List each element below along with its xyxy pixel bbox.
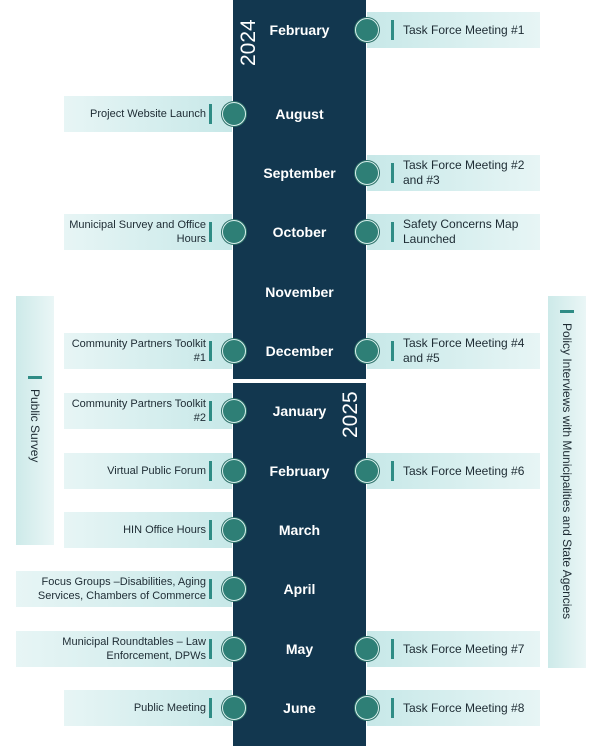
left-event-box: Project Website Launch xyxy=(64,96,232,132)
month-label: February xyxy=(269,463,330,479)
month-label: September xyxy=(263,165,336,181)
right-event-marker xyxy=(391,222,394,242)
left-event-marker xyxy=(209,401,212,421)
span-text: Public Survey xyxy=(28,389,42,463)
month-label: December xyxy=(265,343,334,359)
policy-interviews-label: Policy Interviews with Municipalities an… xyxy=(560,310,574,619)
right-event-text: Task Force Meeting #8 xyxy=(403,700,525,715)
public-survey-span: Public Survey xyxy=(16,296,54,545)
right-event-text: Safety Concerns Map Launched xyxy=(403,217,519,246)
left-event-box: Virtual Public Forum xyxy=(64,453,232,489)
left-event-dot xyxy=(222,339,246,363)
left-event-text: Public Meeting xyxy=(133,702,206,714)
right-event-marker xyxy=(391,461,394,481)
month-label: October xyxy=(272,224,327,240)
month-label: January xyxy=(272,403,327,419)
month-label: February xyxy=(269,22,330,38)
left-event-dot xyxy=(222,696,246,720)
right-event-dot xyxy=(355,18,379,42)
right-event-text: Task Force Meeting #1 xyxy=(403,22,525,37)
right-event-text: Task Force Meeting #6 xyxy=(403,463,525,478)
left-event-box: Public Meeting xyxy=(64,690,232,726)
left-event-box: Community Partners Toolkit #1 xyxy=(64,333,232,369)
left-event-marker xyxy=(209,698,212,718)
left-event-dot xyxy=(222,518,246,542)
public-survey-label: Public Survey xyxy=(28,376,42,462)
right-event-box: Task Force Meeting #8 xyxy=(367,690,540,726)
left-event-text: Municipal Roundtables – Law Enforcement,… xyxy=(62,636,206,662)
right-event-box: Task Force Meeting #7 xyxy=(367,631,540,667)
left-event-marker xyxy=(209,461,212,481)
right-event-dot xyxy=(355,459,379,483)
right-event-box: Task Force Meeting #2 and #3 xyxy=(367,155,540,191)
right-event-marker xyxy=(391,163,394,183)
left-event-dot xyxy=(222,637,246,661)
left-event-box: Community Partners Toolkit #2 xyxy=(64,393,232,429)
right-event-marker xyxy=(391,341,394,361)
timeline-spine-2025 xyxy=(233,383,366,746)
right-event-marker xyxy=(391,639,394,659)
month-label: May xyxy=(285,641,314,657)
left-event-marker xyxy=(209,222,212,242)
right-event-dot xyxy=(355,637,379,661)
left-event-text: Municipal Survey and Office Hours xyxy=(69,219,206,245)
month-label: March xyxy=(278,522,321,538)
right-event-dot xyxy=(355,696,379,720)
span-marker xyxy=(28,376,42,379)
left-event-marker xyxy=(209,520,212,540)
policy-interviews-span: Policy Interviews with Municipalities an… xyxy=(548,296,586,668)
left-event-box: Municipal Roundtables – Law Enforcement,… xyxy=(16,631,232,667)
right-event-box: Safety Concerns Map Launched xyxy=(367,214,540,250)
left-event-box: Focus Groups –Disabilities, Aging Servic… xyxy=(16,571,232,607)
right-event-text: Task Force Meeting #7 xyxy=(403,641,525,656)
left-event-dot xyxy=(222,102,246,126)
left-event-dot xyxy=(222,577,246,601)
left-event-text: Community Partners Toolkit #1 xyxy=(71,338,206,364)
month-label: August xyxy=(275,106,324,122)
left-event-dot xyxy=(222,459,246,483)
left-event-marker xyxy=(209,104,212,124)
right-event-marker xyxy=(391,698,394,718)
month-label: April xyxy=(283,581,316,597)
right-event-box: Task Force Meeting #1 xyxy=(367,12,540,48)
left-event-box: HIN Office Hours xyxy=(64,512,232,548)
right-event-dot xyxy=(355,161,379,185)
left-event-text: Community Partners Toolkit #2 xyxy=(71,398,206,424)
right-event-dot xyxy=(355,339,379,363)
right-event-box: Task Force Meeting #4 and #5 xyxy=(367,333,540,369)
right-event-dot xyxy=(355,220,379,244)
left-event-marker xyxy=(209,579,212,599)
right-event-text: Task Force Meeting #4 and #5 xyxy=(403,336,525,365)
left-event-box: Municipal Survey and Office Hours xyxy=(64,214,232,250)
left-event-dot xyxy=(222,220,246,244)
left-event-marker xyxy=(209,639,212,659)
left-event-text: Focus Groups –Disabilities, Aging Servic… xyxy=(37,576,206,602)
timeline-spine-2024 xyxy=(233,0,366,379)
left-event-text: Virtual Public Forum xyxy=(107,465,206,477)
left-event-marker xyxy=(209,341,212,361)
right-event-text: Task Force Meeting #2 and #3 xyxy=(403,158,525,187)
month-label: June xyxy=(283,700,316,716)
month-label: November xyxy=(265,284,334,300)
right-event-marker xyxy=(391,20,394,40)
span-text: Policy Interviews with Municipalities an… xyxy=(560,323,574,620)
left-event-text: Project Website Launch xyxy=(90,108,206,120)
right-event-box: Task Force Meeting #6 xyxy=(367,453,540,489)
span-marker xyxy=(560,310,574,313)
left-event-dot xyxy=(222,399,246,423)
left-event-text: HIN Office Hours xyxy=(123,524,206,536)
